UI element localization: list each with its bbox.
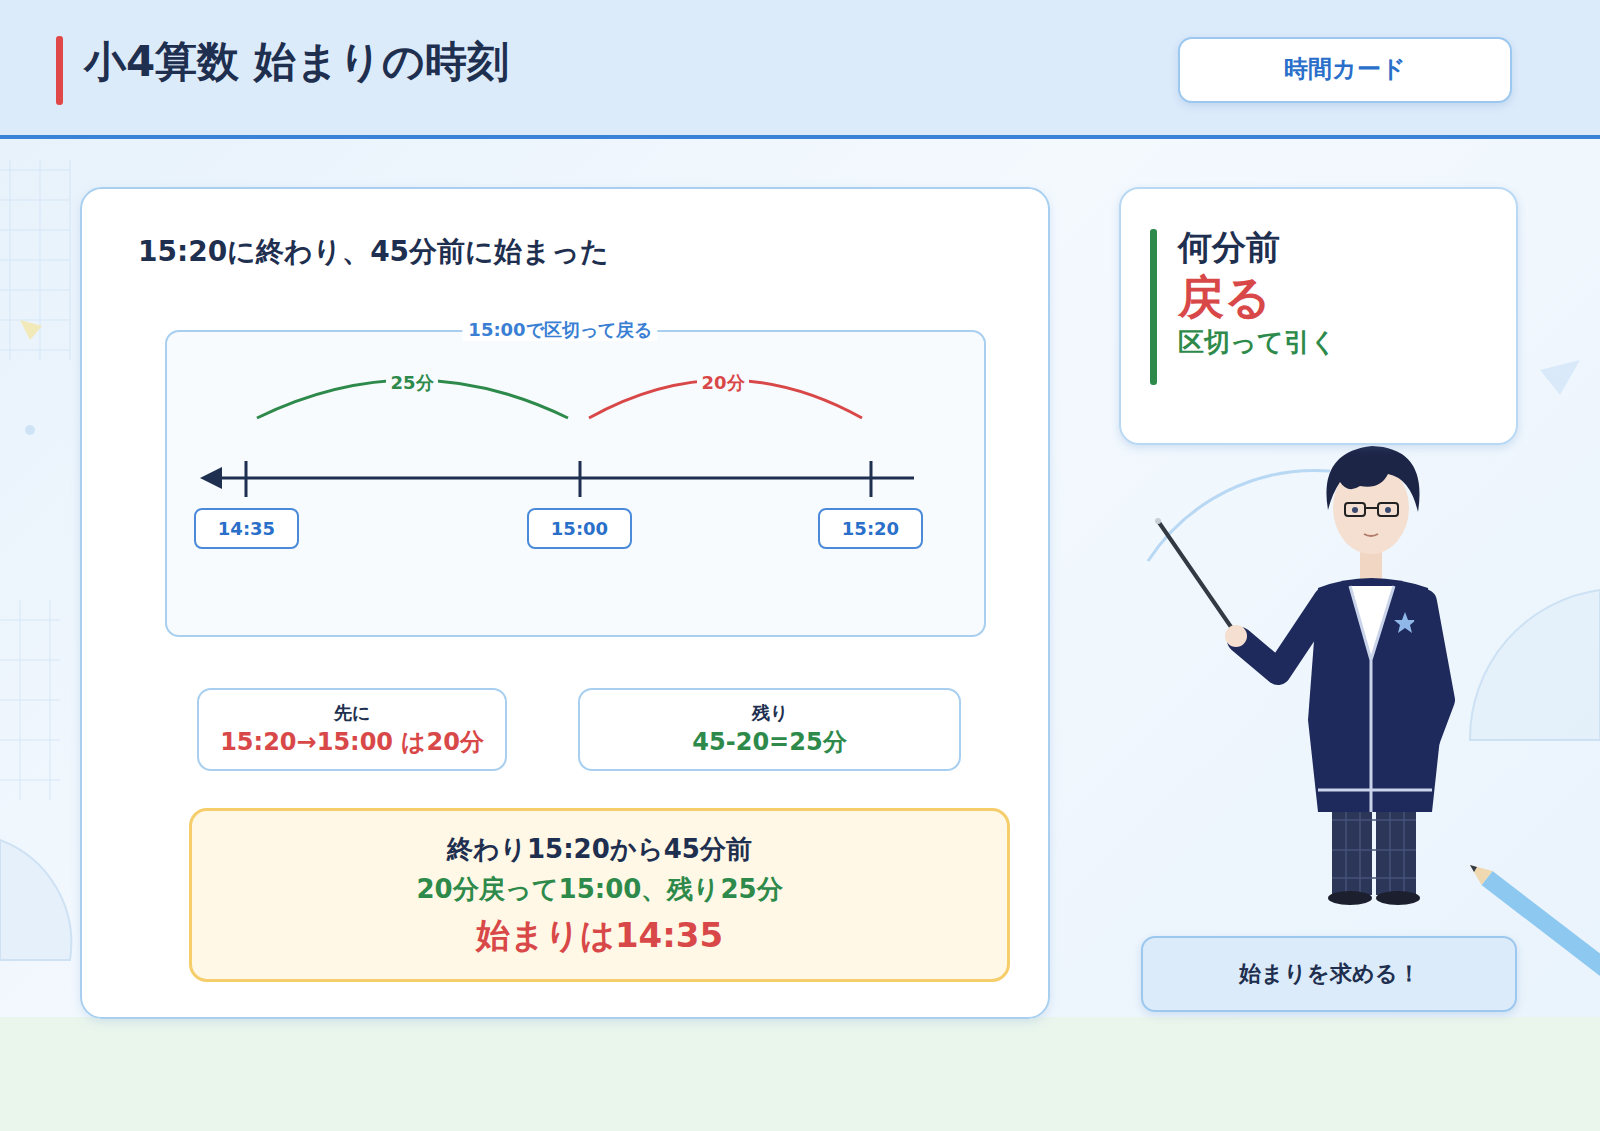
box-text: 戻る	[1178, 269, 1271, 327]
box-text: 始まりを求める！	[1239, 960, 1420, 989]
decor-shape	[1240, 600, 1326, 672]
decor-shape	[1318, 789, 1432, 792]
box-heading: 終わり15:20から45分前	[447, 833, 752, 867]
decor-shape	[1364, 534, 1378, 536]
teacher-figure	[1155, 446, 1442, 905]
decor-shape	[1394, 612, 1416, 633]
duration-label: 25分	[386, 371, 437, 394]
axis-tick	[246, 461, 871, 497]
box-heading: 先に	[334, 701, 370, 724]
timeline-box: 15:00で区切って戻る14:3515:0015:20	[165, 330, 986, 637]
box-text: 15:00で区切って戻る	[462, 318, 657, 341]
decor-shape	[1345, 503, 1365, 516]
page-title: 小4算数 始まりの時刻	[84, 37, 509, 87]
box-text: 時間カード	[1284, 54, 1406, 85]
decor-shape	[1365, 507, 1378, 509]
decor-shape	[1350, 586, 1394, 812]
decor-triangle	[20, 320, 42, 340]
time-axis	[216, 477, 914, 480]
duration-label: 20分	[697, 371, 748, 394]
time-tag: 15:00	[527, 508, 632, 549]
decor-shape	[1350, 586, 1394, 660]
decor-dot	[25, 425, 35, 435]
card-ground	[80, 187, 1050, 1019]
decor-shape	[1376, 891, 1420, 905]
decor-shape	[1328, 891, 1372, 905]
protractor-decor	[0, 840, 71, 960]
box-text: 15:20に終わり、45分前に始まった	[138, 234, 609, 270]
box-heading: 残り	[752, 701, 788, 724]
box-text: 15:20	[842, 517, 899, 540]
time-tag: 14:35	[194, 508, 299, 549]
decor-shape	[1158, 521, 1240, 640]
box-text: 15:20→15:00 は20分	[220, 727, 484, 758]
box-heading: 何分前	[1178, 226, 1280, 269]
protractor-decor	[1470, 590, 1600, 740]
decor-triangle	[1540, 360, 1580, 395]
box-text: 始まりは14:35	[476, 913, 723, 957]
time-tag: 15:20	[818, 508, 923, 549]
decor-shape	[1326, 446, 1419, 512]
decor-shape	[1155, 518, 1161, 524]
action-button: 始まりを求める！	[1141, 936, 1517, 1012]
decor-shape	[1470, 865, 1477, 872]
axis-arrowhead	[200, 467, 222, 489]
decor-shape	[0, 160, 70, 360]
decor-shape	[1352, 507, 1358, 513]
decor-shape	[1385, 507, 1391, 513]
tip-card: 何分前戻る区切って引く	[1119, 187, 1518, 445]
timeline-ground	[165, 330, 986, 637]
title-accent-bar	[56, 36, 63, 105]
box-text: 15:00	[551, 517, 608, 540]
card-button: 時間カード	[1178, 37, 1512, 103]
decor-shape	[1424, 602, 1442, 748]
decor-shape	[1378, 503, 1398, 516]
step-box: 残り 45-20=25分	[578, 688, 961, 771]
box-text: 45-20=25分	[692, 727, 846, 758]
decor-shape	[1470, 865, 1493, 885]
accent-bar	[1150, 229, 1157, 385]
summary-box: 終わり15:20から45分前 20分戻って15:00、残り25分始まりは14:35	[189, 808, 1010, 982]
box-text: 14:35	[218, 517, 275, 540]
decor-shape	[1225, 625, 1247, 647]
grid-decor	[0, 160, 70, 800]
box-text: 区切って引く	[1178, 326, 1337, 359]
step-box: 先に 15:20→15:00 は20分	[197, 688, 507, 771]
footer-band	[0, 1017, 1600, 1131]
problem-card: 15:20に終わり、45分前に始まった 15:00で区切って戻る 14:35 15:0…	[80, 187, 1050, 1019]
decor-shape	[0, 600, 60, 800]
box-text: 20分戻って15:00、残り25分	[416, 873, 782, 907]
